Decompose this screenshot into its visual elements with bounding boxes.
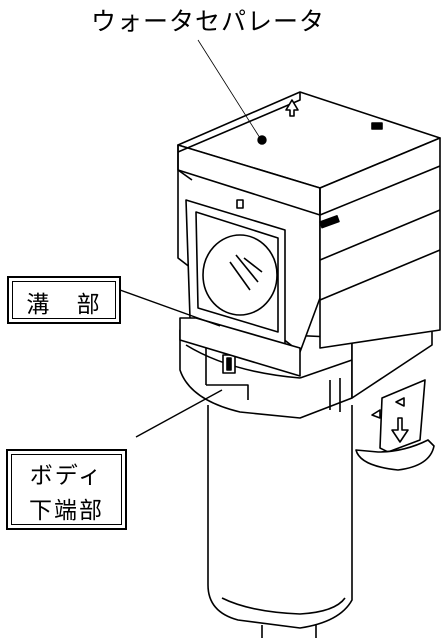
port-plate [179,199,301,377]
water-separator-label: ウォータセパレータ [90,7,325,36]
body-bottom-label-inner-frame [11,454,122,525]
body-label-line1: ボディ [29,463,104,489]
leader-lines [119,39,267,438]
groove-label: 溝 部 [26,292,110,318]
bowl [207,405,353,638]
body-bottom-label-box: ボディ 下端部 [6,449,127,530]
groove-label-box: 溝 部 [7,276,121,324]
drain-lever [355,379,435,471]
groove-label-inner-frame [12,281,116,319]
body-label-line2: 下端部 [29,498,104,524]
